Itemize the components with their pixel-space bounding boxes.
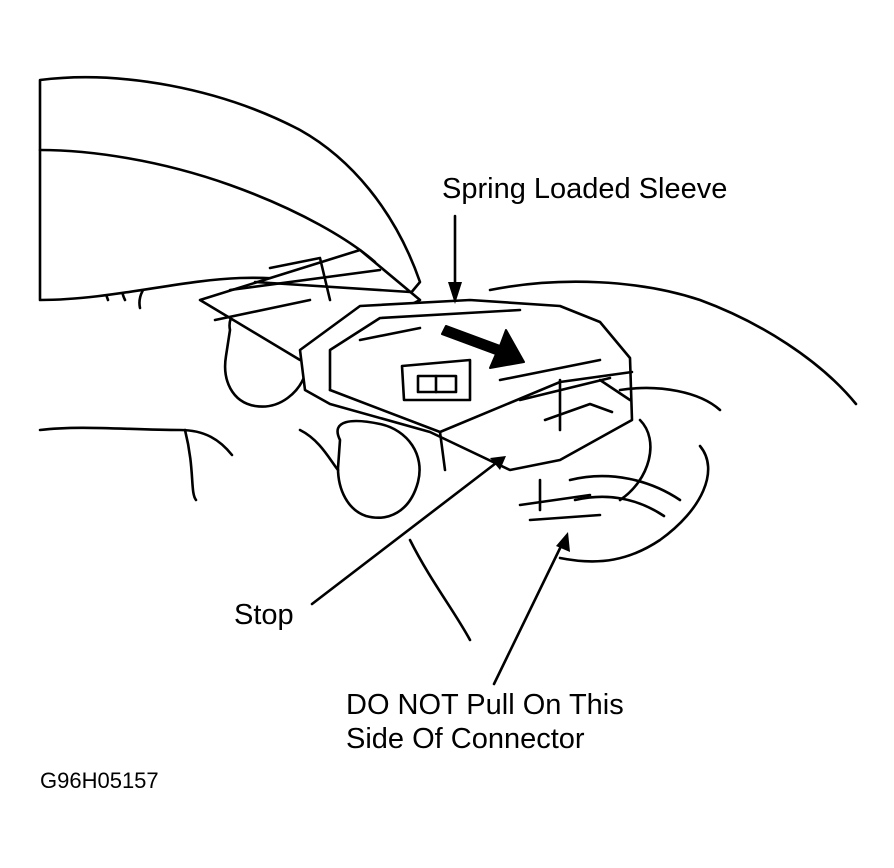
- lower-thumb: [298, 419, 472, 642]
- stop-label: Stop: [234, 599, 294, 631]
- slide-arrow-icon: [441, 325, 525, 369]
- warning-line-2: Side Of Connector: [346, 723, 585, 755]
- spring-loaded-sleeve-label: Spring Loaded Sleeve: [442, 173, 728, 205]
- warning-line-1: DO NOT Pull On This: [346, 689, 624, 721]
- left-hand: [38, 75, 422, 502]
- right-hand: [488, 280, 858, 563]
- leader-stop: [310, 456, 506, 606]
- connector-body: [298, 298, 634, 472]
- cable-ribs: [198, 248, 422, 362]
- wire-bundle: [518, 474, 682, 522]
- figure-code: G96H05157: [40, 768, 159, 793]
- leader-spring-sleeve: [448, 214, 462, 304]
- warning-label: DO NOT Pull On This Side Of Connector: [346, 688, 624, 756]
- leader-warning: [492, 532, 570, 686]
